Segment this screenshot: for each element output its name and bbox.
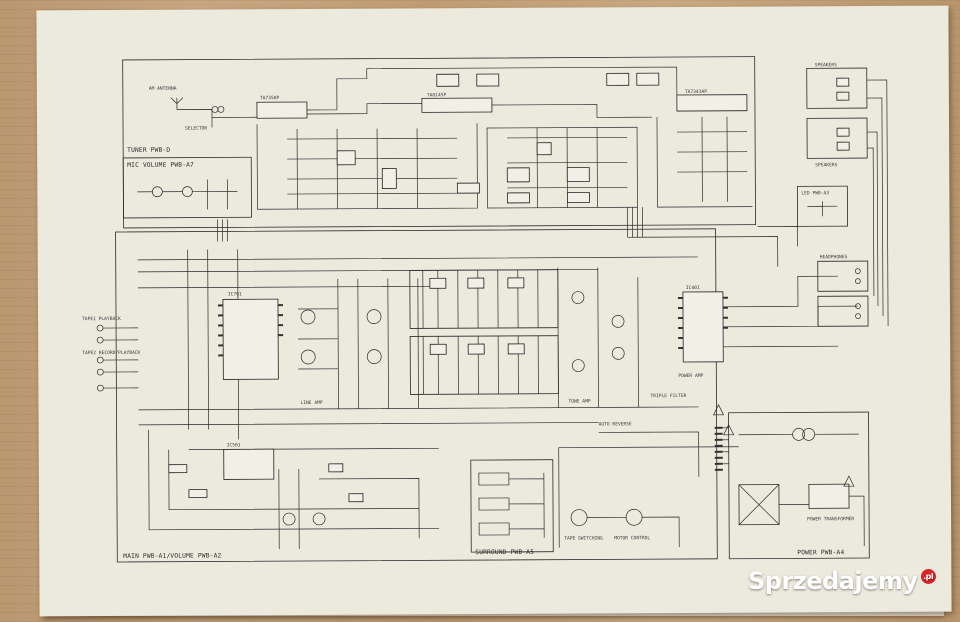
tuner-section-label: TUNER PWB-D [127, 147, 170, 154]
power-amp-ic [682, 291, 724, 363]
sprzedajemy-watermark-logo: Sprzedajemy.pl [748, 567, 936, 595]
speaker-terminals [817, 260, 869, 327]
surround-section-box [470, 459, 554, 553]
led-section-box [796, 185, 848, 227]
pll-ic [676, 94, 748, 112]
antenna-symbol [170, 97, 184, 110]
tone-amp-transistors [571, 291, 625, 372]
motor-control-block [558, 431, 739, 548]
tuner-ic-label: TA7358P [260, 95, 280, 101]
tape2-label: TAPE2 RECORD/PLAYBACK [82, 350, 140, 356]
tuner-section-box [122, 56, 756, 229]
bus-lines [217, 207, 799, 267]
auto-reverse-label: AUTO REVERSE [599, 421, 632, 427]
power-section-label: POWER PWB-A4 [797, 549, 844, 556]
tone-amp-label: TONE AMP [568, 398, 590, 404]
tuner-components [336, 142, 590, 204]
pll-ic-label: TA7343AP [685, 89, 707, 95]
warning-icon-triangle [712, 404, 855, 487]
power-amp-ic-label: IC401 [686, 285, 700, 291]
power-section-box [728, 411, 870, 560]
if-ic [421, 97, 493, 113]
led-section-label: LED PWB-A3 [801, 190, 829, 196]
main-section-label: MAIN PWB-A1/VOLUME PWB-A2 [123, 552, 221, 560]
schematic-diagram: TUNER PWB-D AM ANTENNA SELECTOR TA7358P … [82, 56, 889, 563]
tape1-label: TAPE1 PLAYBACK [82, 316, 121, 322]
schematic-sheet: TUNER PWB-D AM ANTENNA SELECTOR TA7358P … [36, 5, 952, 617]
speakers-lower-label: SPEAKERS [815, 162, 837, 168]
connector-strip [714, 426, 723, 471]
tone-amp-block [409, 269, 559, 395]
headphones-label: HEADPHONES [820, 254, 848, 260]
main-ic-label: IC701 [228, 291, 242, 297]
mic-section-label: MIC VOLUME PWB-A7 [127, 162, 194, 169]
selector-label: SELECTOR [185, 125, 207, 131]
line-amp-transistors [300, 309, 382, 365]
tuner-internal-wiring [256, 116, 753, 210]
mic-section-box [122, 156, 252, 219]
dolby-ic-label: IC501 [227, 442, 241, 448]
surround-wiring [478, 472, 545, 538]
surround-section-label: SURROUND PWB-A5 [475, 549, 534, 556]
power-transformer-label: POWER TRANSFORMER [807, 516, 854, 522]
main-ic [222, 298, 279, 380]
mic-wiring [137, 179, 238, 210]
speakers-upper-label: SPEAKERS [815, 62, 837, 68]
power-transformer [738, 428, 859, 526]
speakers-lower: SPEAKERS [806, 117, 868, 168]
main-wiring [137, 249, 699, 550]
watermark-suffix: .pl [920, 569, 936, 584]
misc-components [168, 463, 364, 526]
speakers-upper: SPEAKERS [806, 62, 868, 109]
tuner-ic [256, 101, 308, 119]
tape-switching-label: TAPE SWITCHING [564, 535, 603, 541]
dolby-ic [223, 448, 275, 480]
antenna-label: AM ANTENNA [149, 86, 177, 92]
tape-jacks [96, 324, 104, 392]
main-section-box [115, 228, 718, 563]
line-amp-label: LINE AMP [300, 400, 322, 406]
motor-control-label: MOTOR CONTROL [614, 535, 650, 541]
triple-filter-label: TRIPLE FILTER [650, 393, 686, 399]
if-ic-label: TA8145P [427, 92, 447, 98]
power-amp-label: POWER AMP [678, 373, 703, 379]
watermark-text: Sprzedajemy [748, 567, 918, 595]
